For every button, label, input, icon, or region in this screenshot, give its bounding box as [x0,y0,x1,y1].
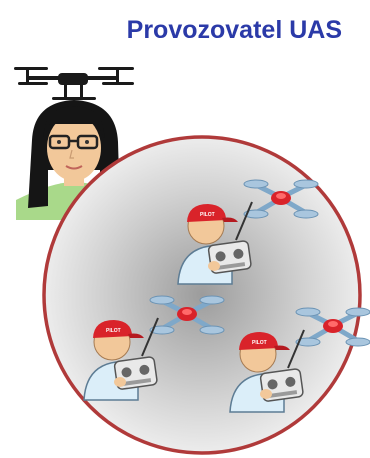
drone-pilot-icon [82,290,232,400]
page-title: Provozovatel UAS [0,10,370,50]
drone-pilot-icon [228,302,370,412]
drone-pilot-icon [176,174,326,284]
